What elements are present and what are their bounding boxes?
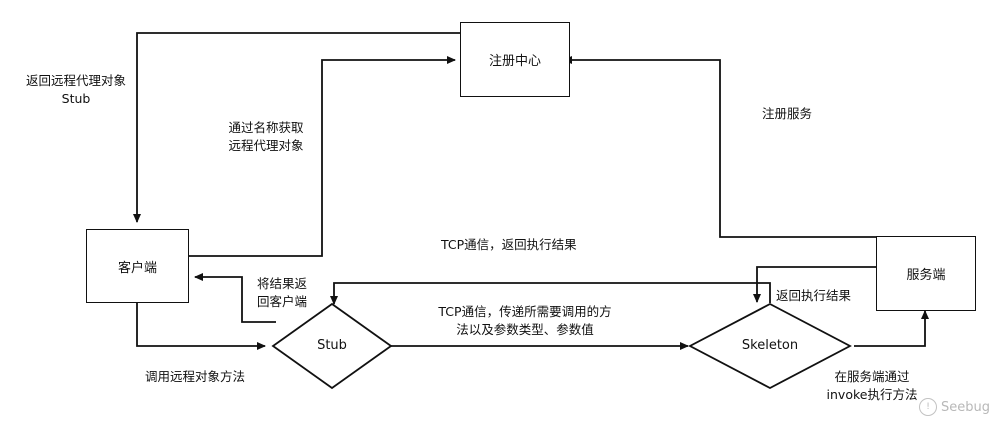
edge-return-exec [753,266,876,303]
label-return-proxy: 返回远程代理对象 Stub [25,73,126,106]
client-box: 客户端 [86,229,189,303]
registry-box: 注册中心 [460,22,570,97]
edge-return-proxy [133,32,462,223]
client-label: 客户端 [117,260,157,276]
edge-lookup [188,56,456,257]
label-tcp-send: TCP通信，传递所需要调用的方 法以及参数类型、参数值 [438,304,612,337]
watermark-text: Seebug [941,399,990,415]
edge-tcp-return [330,282,771,305]
registry-label: 注册中心 [488,54,541,69]
skeleton-label: Skeleton [741,338,799,353]
label-return-exec-result: 返回执行结果 [776,288,852,303]
label-lookup: 通过名称获取 远程代理对象 [228,120,304,153]
label-register-service: 注册服务 [762,106,813,121]
stub-diamond [271,302,393,390]
skeleton-diamond [688,302,852,390]
watermark: ! Seebug [919,398,990,416]
edge-register [563,56,876,238]
seebug-logo-icon: ! [919,398,937,416]
edge-result-to-client [194,273,276,323]
label-server-invoke: 在服务端通过 invoke执行方法 [826,369,918,402]
edge-server-invoke [854,310,929,347]
edge-invoke-remote [136,302,266,350]
stub-label: Stub [317,338,347,353]
label-result-to-client: 将结果返 回客户端 [256,276,307,309]
label-tcp-return: TCP通信，返回执行结果 [441,237,577,252]
server-label: 服务端 [906,268,946,283]
server-box: 服务端 [876,236,976,311]
label-invoke-remote-method: 调用远程对象方法 [145,369,246,384]
